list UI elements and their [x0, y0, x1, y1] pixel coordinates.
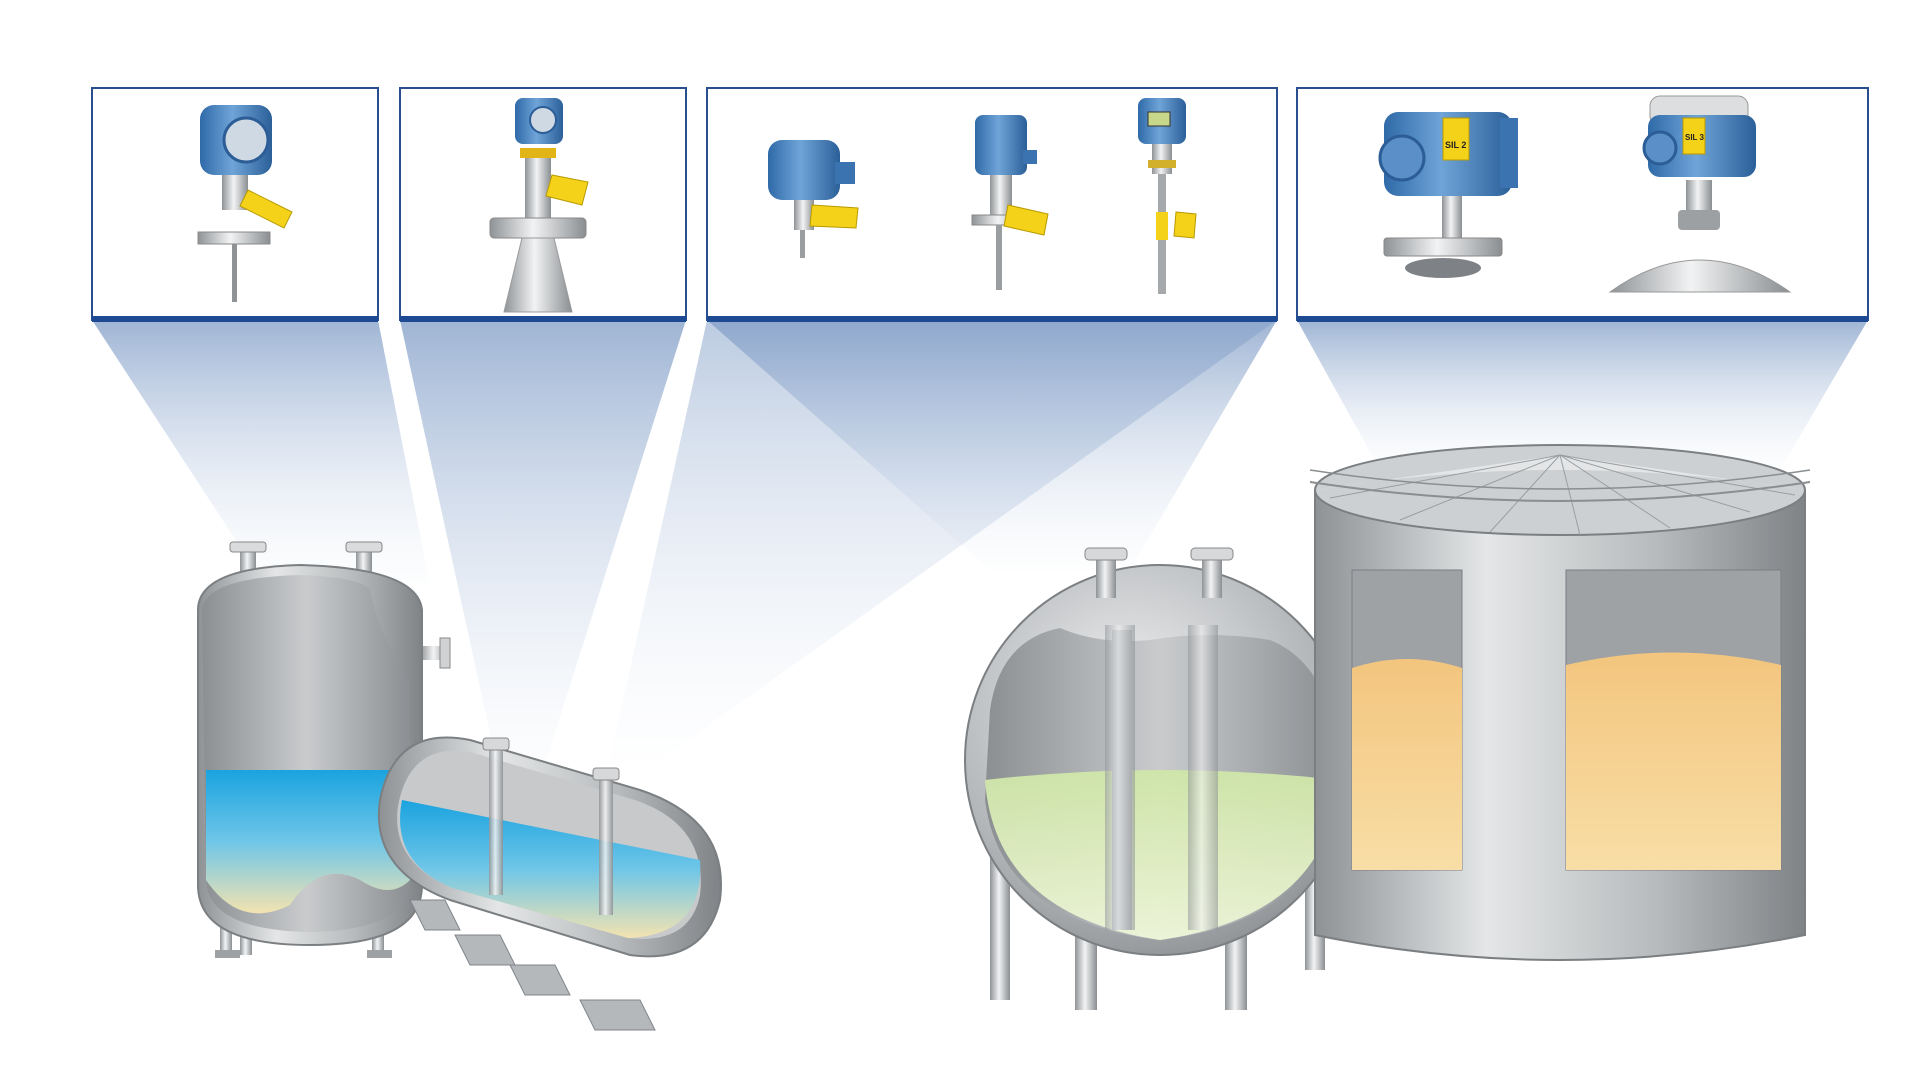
projection-beams: [92, 320, 1868, 780]
sil-tag-1: SIL 2: [1445, 140, 1466, 150]
beam-sphere-switch: [610, 320, 1277, 760]
spherical-storage-tank: [964, 547, 1356, 1010]
cylindrical-silo: [1309, 444, 1811, 961]
sil-tag-1-label: SIL 2: [1445, 140, 1466, 150]
parabolic-antenna-radar: [1378, 112, 1518, 278]
vertical-process-vessel: [197, 541, 451, 958]
solids-radar-with-parabolic-horn: [1608, 95, 1792, 293]
guided-wave-radar-transmitter: [197, 105, 293, 302]
cone-antenna-radar-transmitter: [489, 98, 589, 313]
compact-vibrating-fork-switch: [768, 140, 859, 258]
sil-tag-2-label: SIL 3: [1685, 133, 1705, 142]
fork-switch-with-display: [1138, 98, 1197, 294]
vibrating-fork-switch: [971, 115, 1049, 290]
sil-tag-2: SIL 3: [1685, 133, 1705, 142]
beam-silo: [1297, 320, 1868, 470]
horizontal-bullet-tank: [377, 736, 722, 1031]
beam-vertical-vessel: [92, 320, 430, 585]
beam-bullet-tank: [400, 320, 686, 780]
